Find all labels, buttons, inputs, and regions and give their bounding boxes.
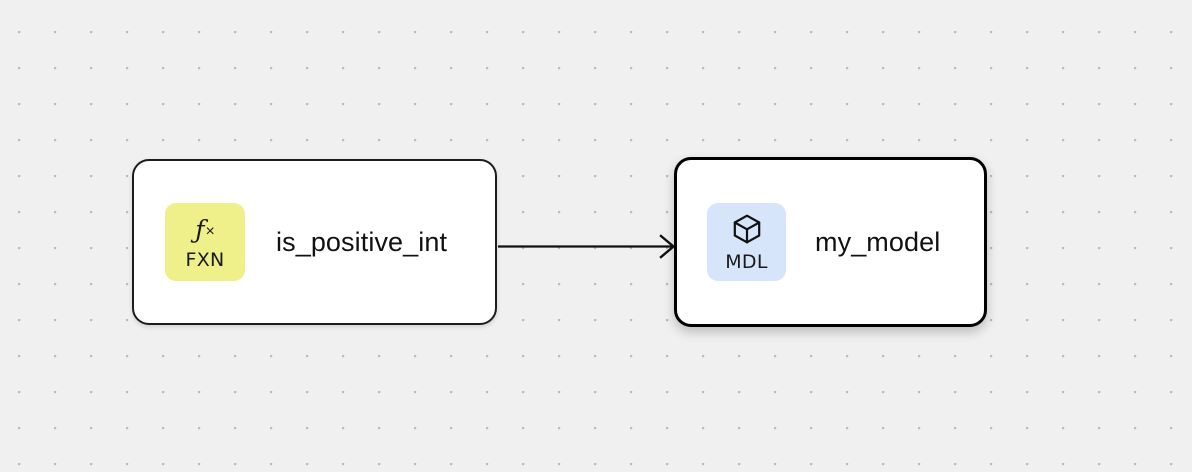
node-my-model[interactable]: MDL my_model [674,157,987,327]
node-badge-caption-mdl: MDL [725,251,768,273]
node-title-mdl: my_model [815,226,941,257]
edge-fxn-to-mdl[interactable] [498,234,676,259]
function-glyph: ƒ [195,215,205,244]
node-title-fxn: is_positive_int [276,226,448,257]
node-is-positive-int[interactable]: ƒ× FXN is_positive_int [132,159,497,325]
node-badge-caption-fxn: FXN [185,248,225,271]
function-glyph-times: × [205,222,215,240]
edge-arrowhead-icon [659,234,676,259]
node-badge-fxn[interactable]: ƒ× FXN [165,203,245,281]
cube-icon [730,212,764,246]
function-icon: ƒ× [195,215,215,245]
node-badge-mdl[interactable]: MDL [707,203,786,281]
